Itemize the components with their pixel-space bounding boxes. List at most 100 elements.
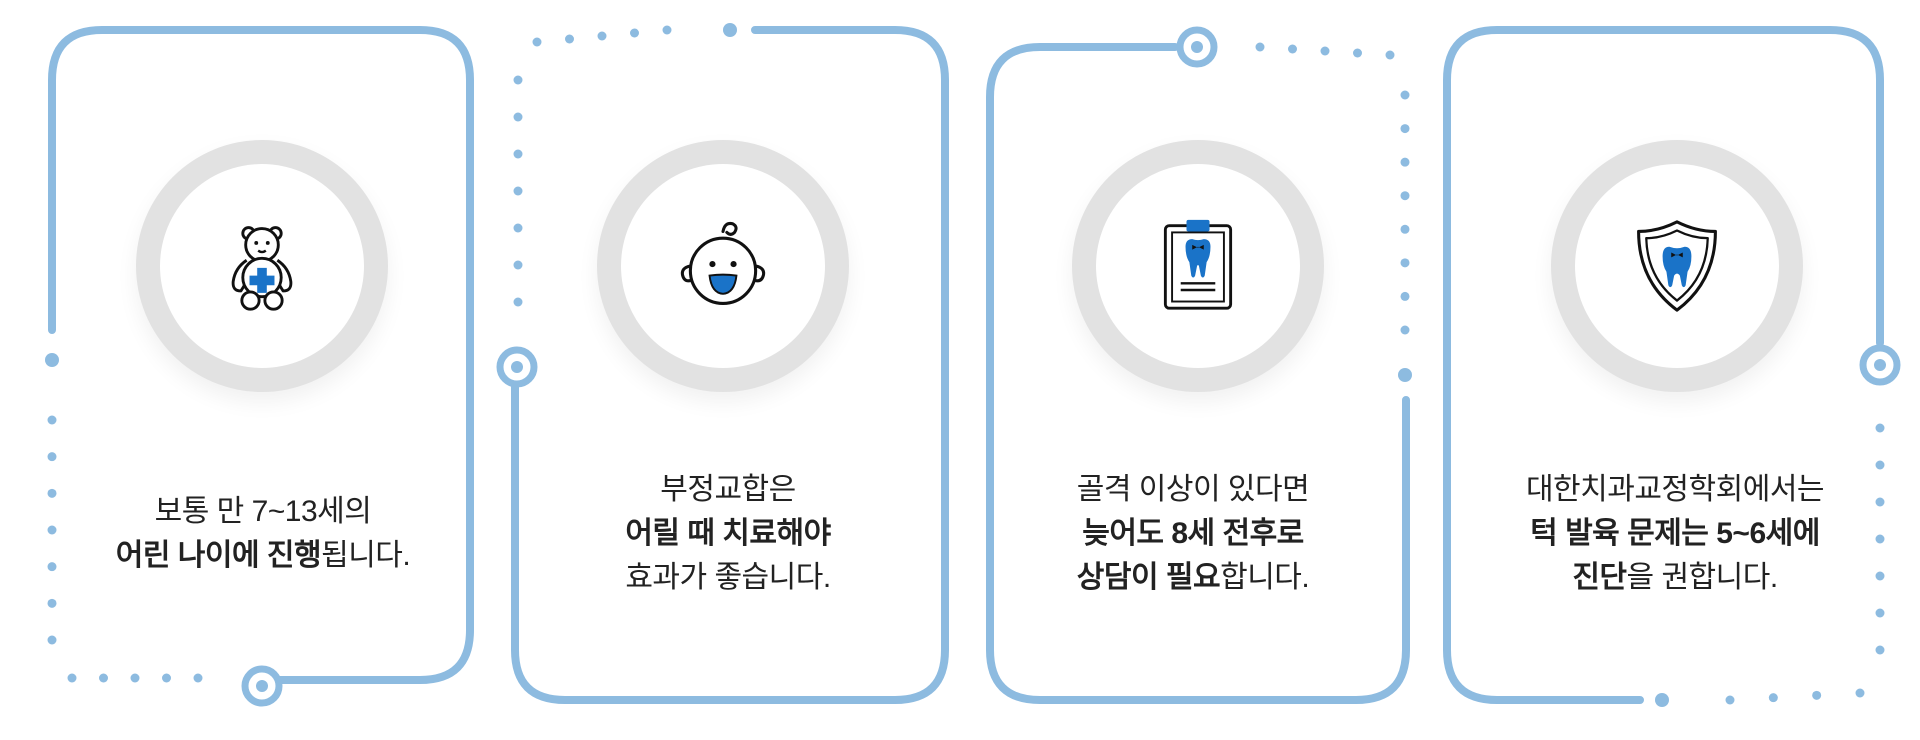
frame-dot <box>47 562 57 572</box>
frame-dot <box>1400 191 1410 201</box>
frame-dot <box>723 23 737 37</box>
baby-face-icon <box>680 221 766 305</box>
regular-text: 됩니다. <box>321 539 411 572</box>
frame-dot <box>47 415 57 425</box>
frame-dot <box>1353 48 1362 58</box>
regular-text: 대한치과교정학회에서는 <box>1525 473 1825 506</box>
frame-dot <box>47 635 57 645</box>
regular-text: 골격 이상이 있다면 <box>1076 473 1310 506</box>
frame-line <box>1443 26 1884 704</box>
bold-text: 상담이 필요 <box>1076 561 1221 594</box>
card-text-line: 효과가 좋습니다. <box>493 556 963 600</box>
frame-dot <box>1812 690 1822 700</box>
frame-dot <box>630 28 639 38</box>
frame-dot <box>1255 42 1265 52</box>
frame-dot <box>1400 224 1410 234</box>
frame-dot <box>67 673 77 683</box>
frame-dot <box>565 34 574 44</box>
card-text-line: 진단을 권합니다. <box>1440 556 1910 600</box>
frame-dot <box>47 598 57 608</box>
frame-dot <box>1398 368 1412 382</box>
frame-dot <box>1400 291 1410 301</box>
frame-dot <box>662 25 672 35</box>
bold-text: 진단 <box>1572 561 1627 594</box>
bold-text: 늦어도 8세 전후로 <box>1082 517 1304 550</box>
regular-text: 합니다. <box>1220 561 1310 594</box>
frame-dot <box>513 112 523 122</box>
frame-dot <box>1725 695 1735 705</box>
frame-ring-center <box>1874 359 1886 371</box>
icon-circle <box>597 140 849 392</box>
teddy-bear-medical-icon <box>231 226 293 311</box>
frame-dot <box>532 37 542 47</box>
card-text-line: 상담이 필요합니다. <box>958 556 1428 600</box>
frame-dot <box>1320 46 1330 56</box>
frame-dot <box>1875 571 1885 581</box>
icon-circle <box>1072 140 1324 392</box>
frame-dot <box>1875 534 1885 544</box>
frame-dot <box>1875 608 1885 618</box>
frame-dot <box>513 149 523 159</box>
frame-dot <box>597 31 607 41</box>
card-text-line: 어린 나이에 진행됩니다. <box>28 534 498 578</box>
frame-dot <box>1875 497 1885 507</box>
regular-text: 효과가 좋습니다. <box>625 561 831 594</box>
frame-dot <box>1400 124 1410 134</box>
frame-dot <box>130 673 140 683</box>
card-text-line: 보통 만 7~13세의 <box>28 490 498 534</box>
frame-dot <box>1385 50 1395 60</box>
bold-text: 어릴 때 치료해야 <box>625 517 831 550</box>
tooth-xray-report-icon <box>1163 219 1233 310</box>
frame-dot <box>513 75 523 85</box>
frame-dot <box>1655 693 1669 707</box>
frame-dot <box>1875 645 1885 655</box>
icon-circle <box>136 140 388 392</box>
frame-dot <box>1768 693 1778 703</box>
frame-ring-center <box>256 680 268 692</box>
frame-dot <box>513 297 523 307</box>
frame-dot <box>1400 325 1410 335</box>
frame-dot <box>1400 157 1410 167</box>
card-text-line: 늦어도 8세 전후로 <box>958 512 1428 556</box>
frame-line <box>48 26 474 684</box>
frame-ring-center <box>1191 41 1203 53</box>
frame-dot <box>47 488 57 498</box>
icon-circle <box>1551 140 1803 392</box>
regular-text: 보통 만 7~13세의 <box>154 495 372 528</box>
frame-dot <box>1400 258 1410 268</box>
frame-dot <box>45 353 59 367</box>
frame-dot <box>1855 688 1865 698</box>
card-text-line: 턱 발육 문제는 5~6세에 <box>1440 512 1910 556</box>
frame-dot <box>47 525 57 535</box>
frame-dot <box>162 673 171 683</box>
frame-line <box>511 26 949 704</box>
frame-line <box>986 43 1410 704</box>
frame-dot <box>1400 90 1410 100</box>
card-text-line: 어릴 때 치료해야 <box>493 512 963 556</box>
bold-text: 턱 발육 문제는 5~6세에 <box>1530 517 1820 550</box>
card-text-line: 부정교합은 <box>493 468 963 512</box>
frame-dot <box>47 452 57 462</box>
frame-dot <box>1288 44 1297 54</box>
frame-dot <box>513 223 523 233</box>
frame-dot <box>513 186 523 196</box>
frame-dot <box>1875 423 1885 433</box>
frame-dot <box>1875 460 1885 470</box>
regular-text: 을 권합니다. <box>1626 561 1779 594</box>
regular-text: 부정교합은 <box>660 473 796 506</box>
card-text-line: 골격 이상이 있다면 <box>958 468 1428 512</box>
frame-dot <box>99 673 108 683</box>
card-text-line: 대한치과교정학회에서는 <box>1440 468 1910 512</box>
frame-dot <box>193 673 203 683</box>
frame-dot <box>513 260 523 270</box>
bold-text: 어린 나이에 진행 <box>115 539 322 572</box>
